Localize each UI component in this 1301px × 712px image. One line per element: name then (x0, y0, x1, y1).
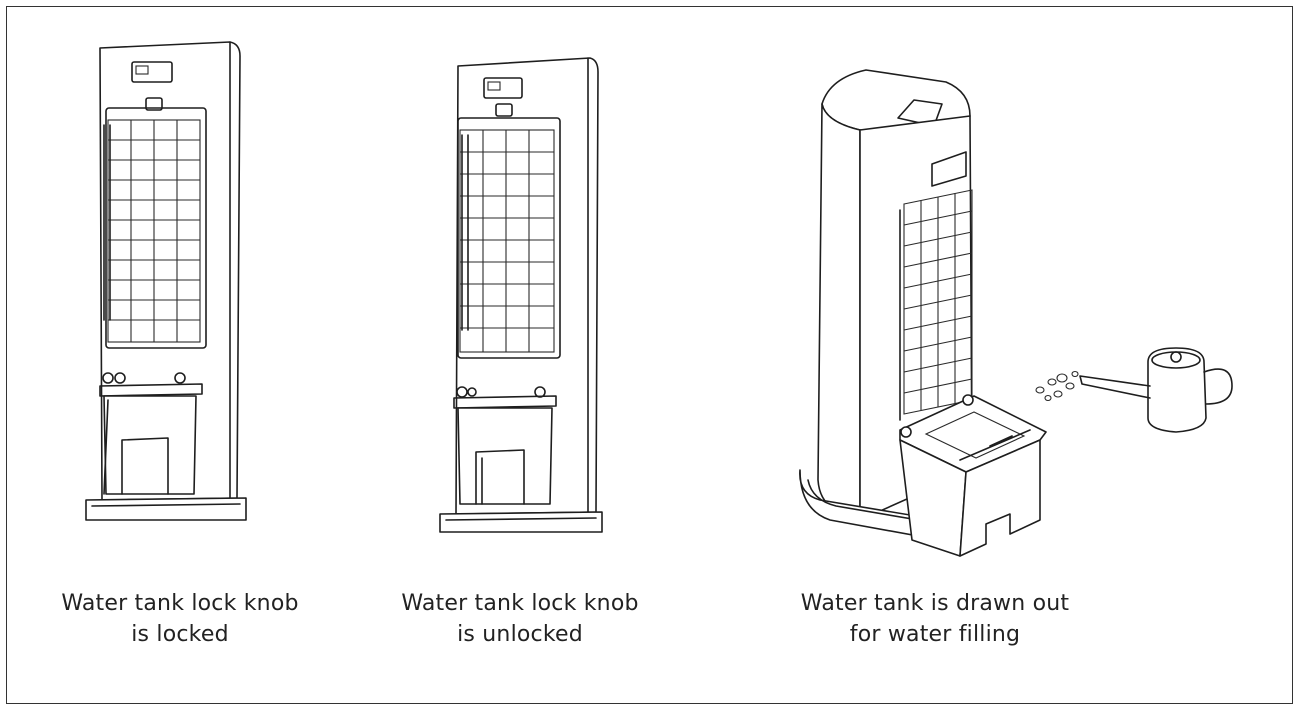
caption-drawn-out-line2: for water filling (849, 622, 1021, 647)
lock-knob-locked (102, 372, 186, 384)
caption-locked-line2: is locked (131, 622, 229, 647)
water-droplets (1035, 370, 1079, 402)
caption-unlocked-line2: is unlocked (457, 622, 583, 647)
caption-unlocked-line1: Water tank lock knob (401, 591, 639, 616)
air-cooler-drawn-out (799, 69, 1233, 557)
air-cooler-locked (85, 41, 247, 521)
air-cooler-unlocked (439, 57, 603, 533)
louver-grid-2 (459, 129, 555, 353)
caption-locked-line1: Water tank lock knob (61, 591, 299, 616)
caption-locked: Water tank lock knob is locked (40, 588, 320, 650)
lock-knob-unlocked (456, 386, 546, 398)
caption-drawn-out-line1: Water tank is drawn out (800, 591, 1070, 616)
louver-grid-1 (107, 119, 201, 343)
caption-drawn-out: Water tank is drawn out for water fillin… (770, 588, 1100, 650)
watering-can-icon (1035, 347, 1233, 433)
caption-unlocked: Water tank lock knob is unlocked (380, 588, 660, 650)
water-tank-drawn-out (899, 394, 1047, 557)
